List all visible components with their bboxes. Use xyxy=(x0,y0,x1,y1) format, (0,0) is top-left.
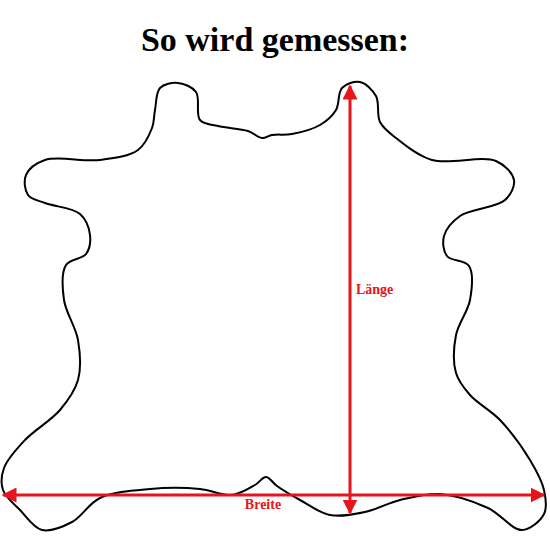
width-label: Breite xyxy=(242,497,284,513)
title: So wird gemessen: xyxy=(141,21,409,59)
length-label: Länge xyxy=(353,282,396,298)
length-arrow xyxy=(349,86,352,513)
hide-outline xyxy=(2,82,546,531)
